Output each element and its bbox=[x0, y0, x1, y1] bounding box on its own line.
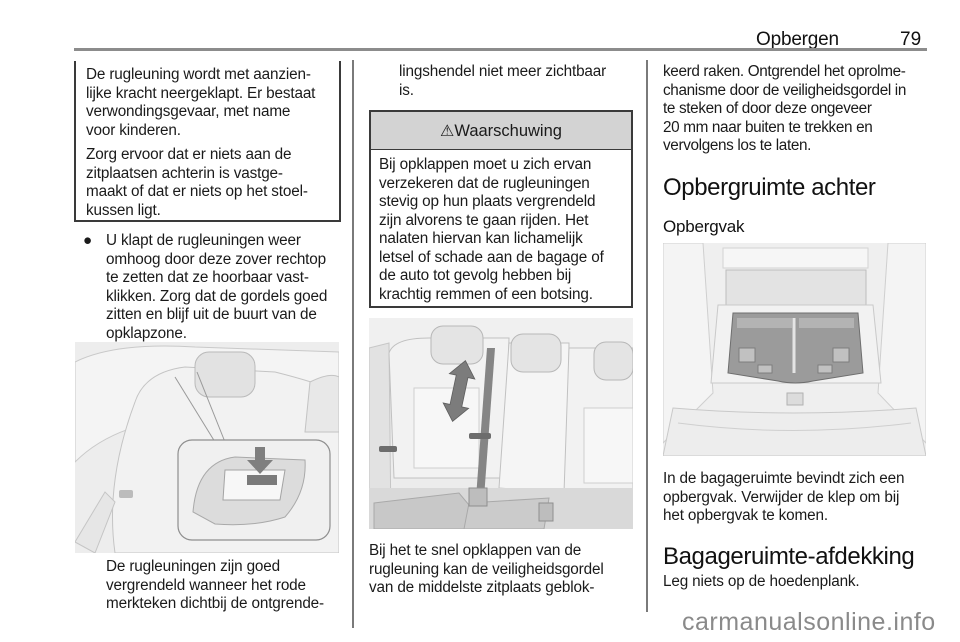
double-arrow-icon bbox=[442, 360, 476, 422]
heading-bagageruimte-afdekking: Bagageruimte-afdekking bbox=[663, 543, 915, 570]
watermark: carmanualsonline.info bbox=[682, 608, 936, 636]
warning-title: Waarschuwing bbox=[454, 122, 562, 140]
text-line: nalaten hiervan kan lichamelijk bbox=[379, 230, 583, 247]
text-line: Zorg ervoor dat er niets aan de bbox=[86, 146, 292, 163]
text-line: merkteken dichtbij de ontgrende- bbox=[106, 595, 324, 612]
text-line: zitten en blijf uit de buurt van de bbox=[106, 306, 317, 323]
storage-text: In de bagageruimte bevindt zich een opbe… bbox=[663, 470, 933, 526]
text-line: De rugleuningen zijn goed bbox=[106, 558, 280, 575]
text-line: lingshendel niet meer zichtbaar bbox=[399, 63, 607, 80]
text-line: kussen ligt. bbox=[86, 201, 161, 219]
seatbelt-text: Bij het te snel opklappen van de rugleun… bbox=[369, 542, 639, 598]
header-rule bbox=[74, 48, 927, 51]
text-line: opklapzone. bbox=[106, 324, 187, 342]
seatbelt-illustration bbox=[369, 318, 633, 529]
warning-box: ⚠Waarschuwing Bij opklappen moet u zich … bbox=[369, 110, 633, 308]
notice-paragraph-2: Zorg ervoor dat er niets aan de zitplaat… bbox=[86, 146, 339, 220]
red-marker bbox=[247, 475, 277, 485]
text-line: zijn alvorens te gaan rijden. Het bbox=[379, 211, 589, 229]
text-line: U klapt de rugleuningen weer bbox=[106, 232, 301, 249]
text-line: vervolgens los te laten. bbox=[663, 137, 812, 154]
text-line: 20 mm naar buiten te trekken en bbox=[663, 118, 873, 136]
text-line: te steken of door deze ongeveer bbox=[663, 100, 872, 117]
text-line: rugleuning kan de veiligheidsgordel bbox=[369, 560, 604, 578]
heading-opbergruimte-achter: Opbergruimte achter bbox=[663, 174, 876, 201]
text-line: Bij het te snel opklappen van de bbox=[369, 542, 582, 559]
text-line: vergrendeld wanneer het rode bbox=[106, 576, 306, 594]
text-line: In de bagageruimte bevindt zich een bbox=[663, 470, 905, 487]
text-line: keerd raken. Ontgrendel het oprolme- bbox=[663, 63, 906, 80]
seat-release-illustration bbox=[75, 342, 339, 553]
text-line: krachtig remmen of een botsing. bbox=[379, 285, 593, 303]
down-arrow-icon bbox=[247, 447, 273, 474]
text-line: opbergvak. Verwijder de klep om bij bbox=[663, 488, 900, 506]
page-number: 79 bbox=[900, 29, 922, 50]
text-line: klikken. Zorg dat de gordels goed bbox=[106, 287, 328, 305]
warning-body: Bij opklappen moet u zich ervan verzeker… bbox=[371, 150, 631, 304]
text-line: De rugleuning wordt met aanzien- bbox=[86, 66, 311, 83]
text-line: letsel of schade aan de bagage of bbox=[379, 248, 604, 266]
text-line: te zetten dat ze hoorbaar vast- bbox=[106, 269, 309, 286]
storage-compartment-figure bbox=[663, 243, 926, 456]
column-divider-1 bbox=[352, 60, 354, 628]
bullet-item: U klapt de rugleuningen weer omhoog door… bbox=[106, 232, 346, 343]
subheading-opbergvak: Opbergvak bbox=[663, 217, 745, 236]
seat-release-figure bbox=[75, 342, 339, 553]
notice-paragraph-1: De rugleuning wordt met aanzien- lijke k… bbox=[86, 66, 339, 140]
text-line: stevig op hun plaats vergrendeld bbox=[379, 193, 596, 210]
figure1-caption: De rugleuningen zijn goed vergrendeld wa… bbox=[106, 558, 346, 614]
text-line: Bij opklappen moet u zich ervan bbox=[379, 156, 592, 173]
text-line: verzekeren dat de rugleuningen bbox=[379, 174, 590, 192]
continuation-text: lingshendel niet meer zichtbaar is. bbox=[399, 63, 639, 100]
continuation-text-col3: keerd raken. Ontgrendel het oprolme- cha… bbox=[663, 63, 933, 156]
cargo-cover-text: Leg niets op de hoedenplank. bbox=[663, 573, 860, 590]
text-line: voor kinderen. bbox=[86, 121, 181, 139]
text-line: chanisme door de veiligheidsgordel in bbox=[663, 81, 907, 99]
text-line: van de middelste zitplaats geblok- bbox=[369, 579, 595, 596]
text-line: het opbergvak te komen. bbox=[663, 507, 828, 524]
notice-box: De rugleuning wordt met aanzien- lijke k… bbox=[74, 61, 341, 222]
text-line: is. bbox=[399, 81, 414, 99]
seatbelt-figure bbox=[369, 318, 633, 529]
warning-triangle-icon: ⚠ bbox=[440, 121, 455, 140]
text-line: verwondingsgevaar, met name bbox=[86, 103, 291, 120]
warning-header: ⚠Waarschuwing bbox=[371, 112, 631, 150]
text-line: de auto tot gevolg hebben bij bbox=[379, 267, 572, 284]
column-divider-2 bbox=[646, 60, 648, 612]
bullet-marker: ● bbox=[83, 232, 93, 249]
text-line: zitplaatsen achterin is vastge- bbox=[86, 164, 283, 182]
text-line: lijke kracht neergeklapt. Er bestaat bbox=[86, 84, 316, 102]
text-line: omhoog door deze zover rechtop bbox=[106, 250, 326, 268]
storage-compartment-illustration bbox=[663, 243, 926, 456]
section-title: Opbergen bbox=[756, 29, 839, 50]
text-line: maakt of dat er niets op het stoel- bbox=[86, 183, 308, 200]
